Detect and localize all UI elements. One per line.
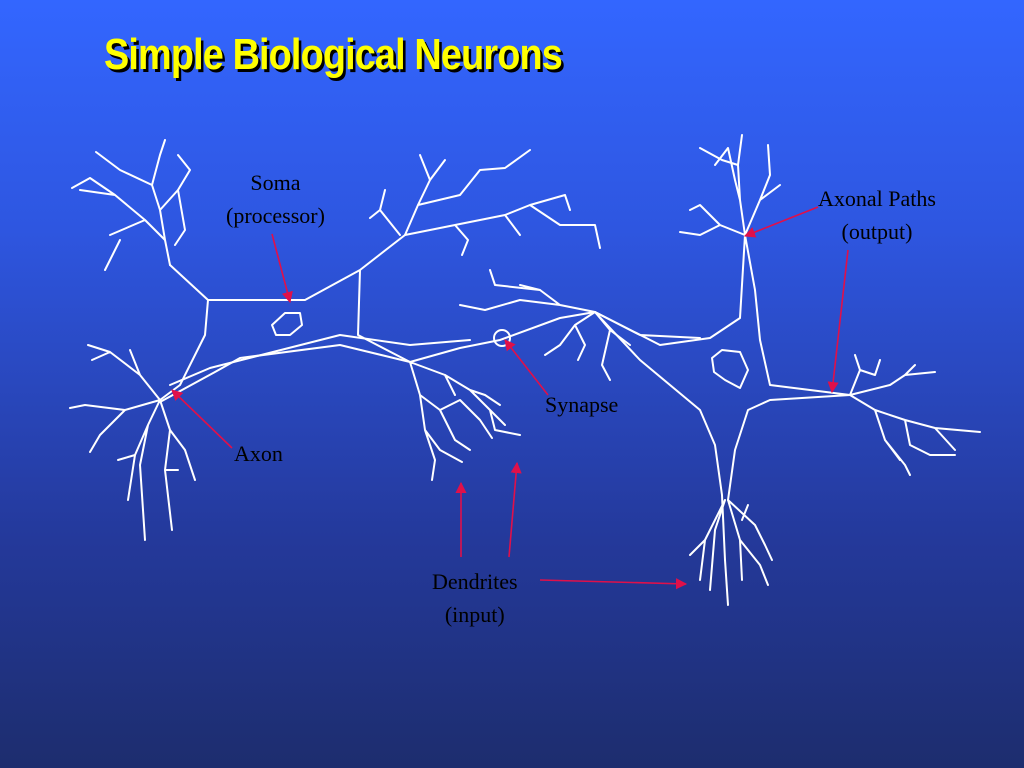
right-upper-dendrites: [679, 134, 781, 236]
middle-dendrites: [459, 269, 631, 381]
left-nucleus: [271, 312, 303, 336]
left-axon-2: [169, 334, 471, 386]
axonal-paths-upper-arrow: [743, 206, 819, 238]
left-upper-dendrites: [71, 139, 191, 271]
left-neuron: [69, 139, 601, 541]
axonal-paths-lower-arrow: [827, 249, 849, 394]
axon-label: Axon: [234, 441, 283, 466]
dendrites-label-subtitle: (input): [444, 602, 505, 627]
soma-pointer-arrow: [271, 233, 293, 304]
right-soma-outline: [594, 234, 851, 561]
axonal-paths-label: Axonal Paths (output): [818, 182, 936, 248]
left-soma-outline: [159, 234, 411, 401]
soma-label-title: Soma: [250, 170, 301, 195]
axonal-paths-label-subtitle: (output): [841, 219, 913, 244]
dendrites-arrow-2: [508, 461, 522, 558]
slide-title: Simple Biological Neurons: [104, 30, 563, 79]
synapse-pointer-arrow: [504, 339, 549, 396]
dendrites-label-title: Dendrites: [432, 569, 518, 594]
pointer-arrows: [171, 206, 849, 590]
soma-label: Soma (processor): [226, 166, 325, 232]
left-upper-right-dendrites: [369, 149, 601, 256]
right-neuron: [594, 134, 981, 606]
synapse-label: Synapse: [545, 392, 619, 417]
synapse-circle: [493, 329, 511, 347]
synapse-region: [459, 269, 631, 381]
right-bottom-dendrites: [689, 499, 773, 606]
right-axon-line: [594, 311, 701, 339]
dendrites-label: Dendrites (input): [432, 565, 518, 631]
soma-label-subtitle: (processor): [226, 203, 325, 228]
left-axon-terminals: [69, 344, 196, 541]
right-axon-terminals: [849, 354, 981, 476]
left-axon: [159, 311, 596, 403]
right-nucleus: [711, 349, 749, 389]
left-lower-dendrites: [409, 361, 521, 481]
dendrites-arrow-3: [539, 578, 688, 590]
axonal-paths-label-title: Axonal Paths: [818, 186, 936, 211]
axon-pointer-arrow: [171, 389, 233, 449]
